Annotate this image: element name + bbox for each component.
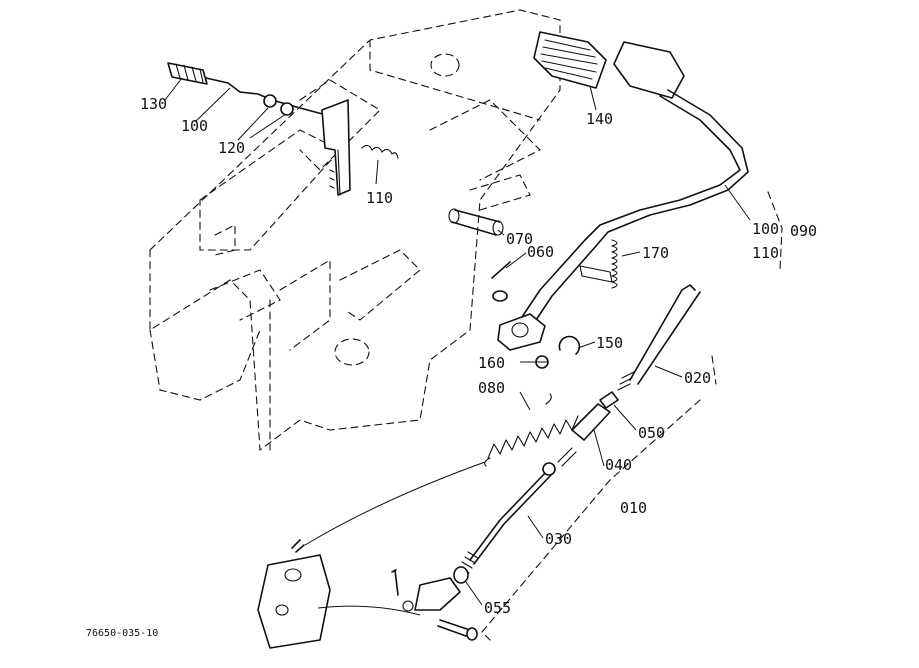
callout-130: 130 [140,95,167,113]
callout-030: 030 [545,530,572,548]
spring-080 [484,393,579,467]
turnbuckle-040 [571,403,611,441]
callout-040: 040 [605,456,632,474]
pedal-hub [497,313,546,351]
pedal-pad-140 [533,31,607,89]
nut-050 [599,391,619,409]
frame-housing [149,9,561,452]
cable-lines [304,461,486,616]
brake-pedal-assembly [497,31,749,351]
callout-060: 060 [527,243,554,261]
callout-100-right: 100 [752,220,779,238]
washer-b [280,102,294,116]
spring-110 [361,144,399,159]
callout-020: 020 [684,369,711,387]
callout-120: 120 [218,139,245,157]
pin-060 [491,261,511,302]
spring-170 [579,239,618,289]
rod-020 [617,284,701,391]
callout-010: 010 [620,499,647,517]
assembly-brackets [481,191,783,641]
callout-140: 140 [586,110,613,128]
callout-170: 170 [642,244,669,262]
callout-110-right: 110 [752,244,779,262]
callout-110: 110 [366,189,393,207]
pedal-pad-second [613,41,685,99]
callout-070: 070 [506,230,533,248]
hand-lever-assembly [167,62,399,196]
nut-160 [535,355,549,369]
pedal-arm [584,95,741,241]
callout-160: 160 [478,354,505,372]
callout-080: 080 [478,379,505,397]
callout-labels: 130 100 120 110 140 100 110 090 070 060 … [140,95,817,617]
callout-150: 150 [596,334,623,352]
nut-055 [453,566,469,584]
callout-100: 100 [181,117,208,135]
callout-090: 090 [790,222,817,240]
washer-a [263,94,277,108]
clip-150 [558,335,581,355]
callout-050: 050 [638,424,665,442]
rod-030 [458,447,577,574]
drawing-code: 76650-035-10 [86,628,158,639]
leader-lines [164,77,751,606]
shaft-070 [448,208,504,236]
lower-linkage [257,539,478,649]
callout-055: 055 [484,599,511,617]
ratchet-plate [321,99,351,196]
